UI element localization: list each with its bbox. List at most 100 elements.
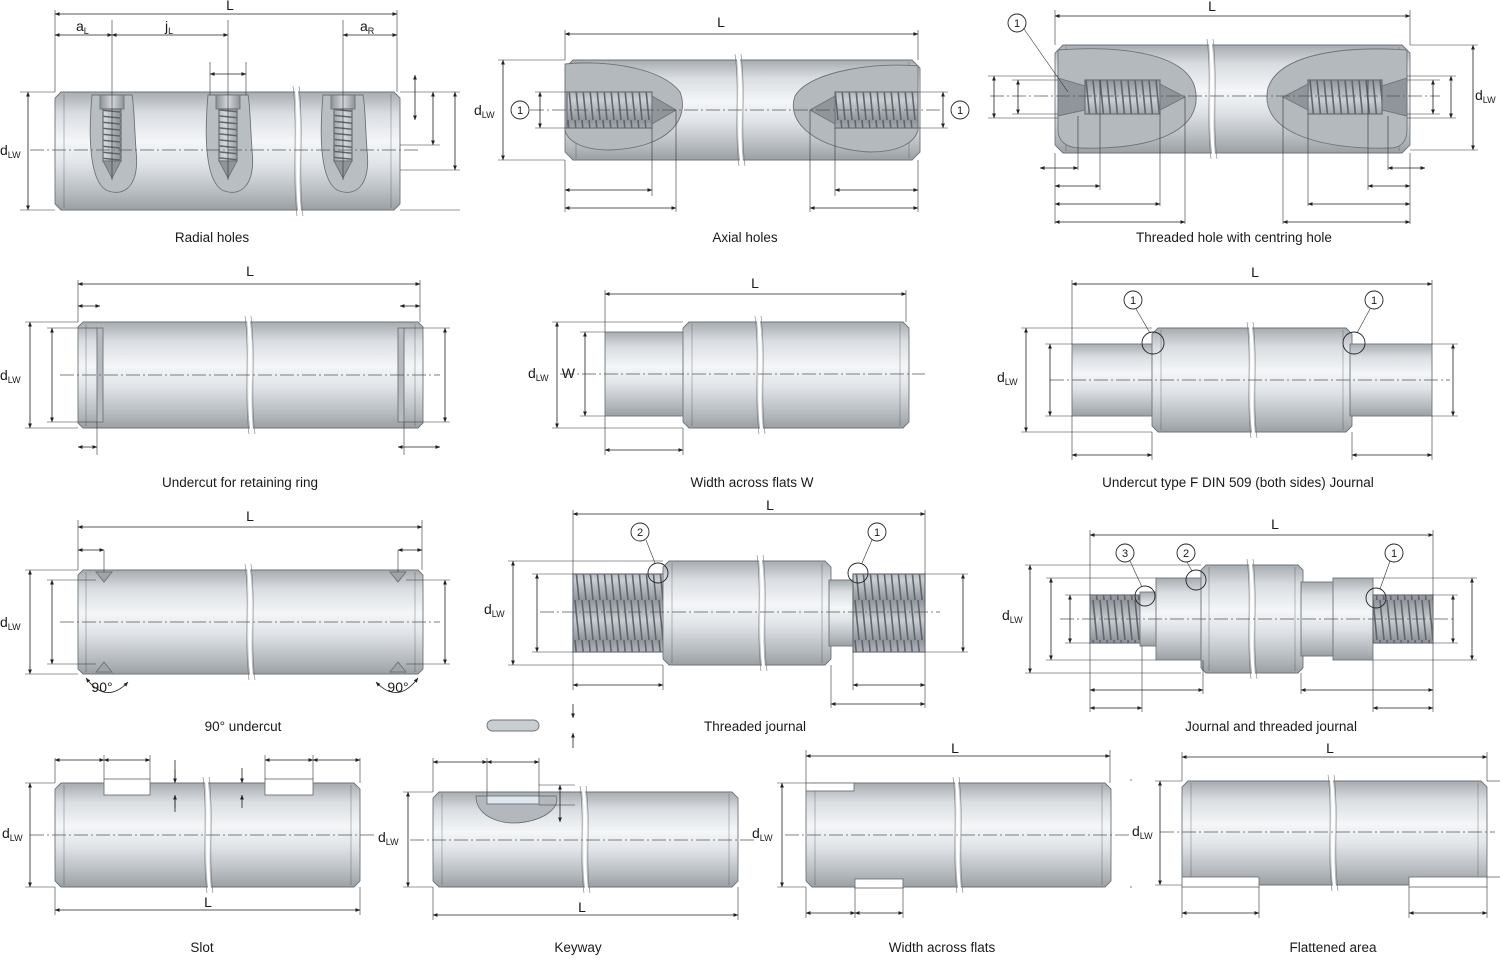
callout-number: 1 — [1014, 18, 1020, 30]
leader — [1023, 28, 1069, 93]
caption-keyway: Keyway — [554, 940, 602, 955]
break-edge — [952, 776, 958, 894]
length-symbol: L — [1208, 0, 1216, 14]
length-symbol: L — [766, 497, 774, 513]
angle-symbol-right: 90° — [387, 679, 408, 695]
flat-right — [1408, 876, 1488, 888]
diameter-symbol: dLW — [474, 102, 495, 120]
key-shape — [486, 719, 540, 732]
length-symbol: L — [951, 740, 959, 756]
diameter-symbol: dLW — [0, 142, 21, 160]
thread-left — [1084, 79, 1161, 115]
break-gap — [1248, 558, 1256, 680]
callout-circle — [510, 100, 530, 120]
panel-threaded-hole: L 1 dLW Threaded hole with centring hole — [988, 0, 1496, 245]
angle-arc-right — [375, 677, 419, 693]
leader — [1186, 561, 1193, 572]
length-symbol: L — [578, 899, 586, 915]
diameter-symbol: dLW — [0, 367, 21, 385]
flat-left — [1181, 876, 1260, 888]
callout-number: 1 — [1130, 295, 1136, 307]
break-edge — [754, 315, 760, 435]
break-gap — [581, 785, 589, 894]
break-edge — [1206, 38, 1212, 160]
caption-radial-holes: Radial holes — [175, 230, 250, 245]
callout-number: 1 — [1371, 295, 1377, 307]
break-edge — [579, 785, 585, 894]
leader — [1356, 308, 1371, 334]
length-symbol: L — [246, 263, 254, 279]
caption-width-across-flats: Width across flats — [889, 940, 996, 955]
leader — [1129, 560, 1143, 588]
break-edge — [585, 785, 591, 894]
break-edge — [740, 53, 746, 167]
detail-circle — [1134, 585, 1156, 607]
detail-circle — [647, 562, 669, 584]
break-gap — [1329, 774, 1337, 892]
caption-threaded-journal: Threaded journal — [704, 719, 806, 734]
leader — [1379, 560, 1391, 590]
length-symbol: L — [751, 275, 759, 291]
break-edge — [1212, 38, 1218, 160]
caption-width-across-flats-w: Width across flats W — [690, 475, 813, 490]
callout-circle — [867, 522, 887, 542]
detail-circle — [1365, 587, 1387, 609]
caption-undercut-journal: Undercut type F DIN 509 (both sides) Jou… — [1102, 475, 1374, 490]
break-gap — [1208, 38, 1216, 160]
angle-symbol-left: 90° — [91, 679, 112, 695]
caption-slot: Slot — [190, 940, 214, 955]
jl-symbol: jL — [164, 18, 173, 36]
break-gap — [294, 85, 302, 217]
break-edge — [292, 85, 298, 217]
ar-symbol: aR — [360, 18, 375, 36]
caption-flattened-area: Flattened area — [1289, 940, 1377, 955]
callout-circle — [1007, 13, 1027, 33]
caption-axial-holes: Axial holes — [712, 230, 778, 245]
callout-number: 3 — [1122, 548, 1128, 560]
length-symbol: L — [717, 14, 725, 30]
callout-number: 1 — [874, 527, 880, 539]
diameter-symbol: dLW — [752, 825, 773, 843]
detail-circle — [1141, 331, 1165, 355]
length-symbol: L — [1251, 264, 1259, 280]
thread-right — [852, 573, 926, 653]
caption-threaded-hole: Threaded hole with centring hole — [1136, 230, 1332, 245]
diameter-symbol: dLW — [1475, 87, 1496, 105]
callout-number: 1 — [517, 105, 523, 117]
drill-point-right — [1282, 83, 1309, 111]
detail-circle — [1342, 331, 1366, 355]
length-symbol: L — [246, 508, 254, 524]
break-edge — [762, 554, 768, 672]
callout-circle — [1384, 543, 1404, 563]
al-symbol: aL — [76, 18, 89, 36]
leader — [1135, 308, 1151, 334]
w-symbol: W — [562, 365, 576, 381]
break-edge — [202, 776, 208, 894]
break-edge — [756, 554, 762, 672]
diameter-symbol: dLW — [0, 614, 21, 632]
length-symbol: L — [1326, 740, 1334, 756]
diameter-symbol: dLW — [378, 829, 399, 847]
leader — [645, 539, 656, 564]
diameter-symbol: dLW — [1002, 607, 1023, 625]
step-right — [1332, 577, 1374, 661]
angle-arc-left — [85, 677, 129, 693]
v-groove-bottom-left — [95, 661, 113, 673]
flat-bottom — [854, 878, 904, 889]
break-edge — [1333, 774, 1339, 892]
thread-left — [572, 573, 666, 653]
keyway-slot — [486, 795, 540, 805]
drill-point-left — [1159, 83, 1186, 111]
callout-circle — [1176, 543, 1196, 563]
callout-circle — [950, 100, 970, 120]
